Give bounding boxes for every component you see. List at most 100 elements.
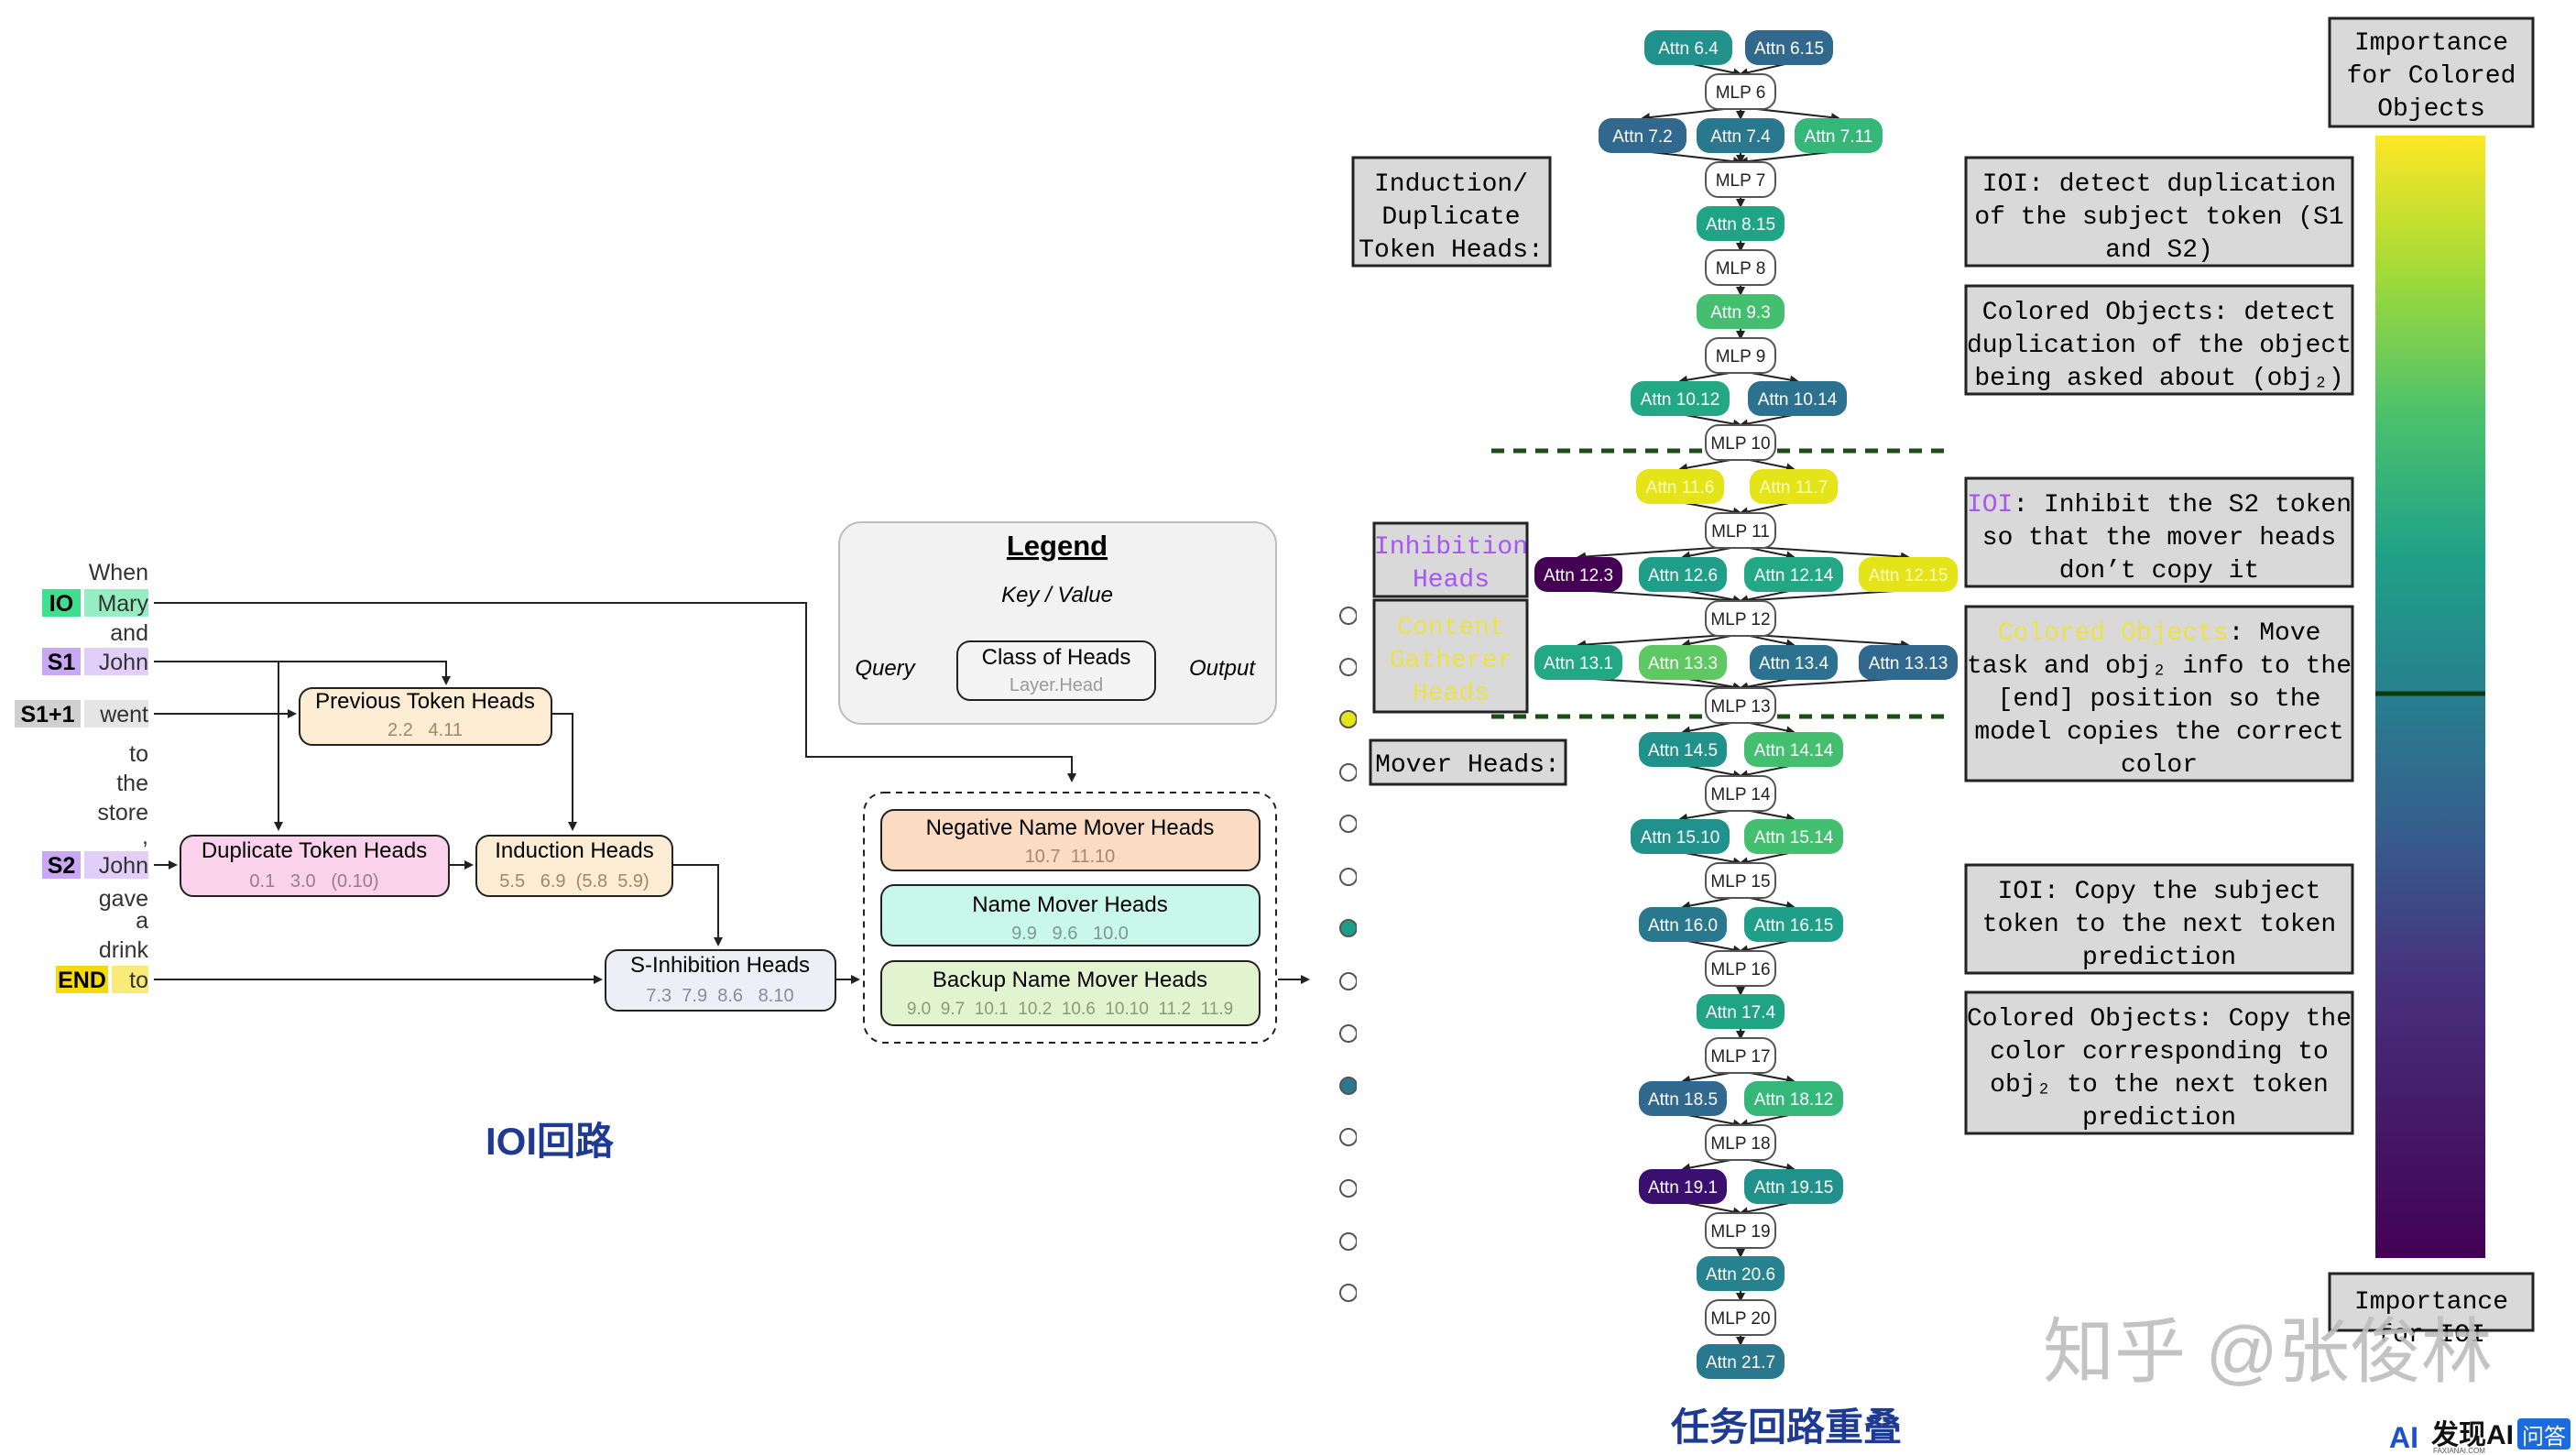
- word-to: to: [129, 741, 148, 767]
- node-label: Attn 14.14: [1754, 741, 1834, 760]
- node-label: Attn 12.15: [1869, 566, 1948, 585]
- svg-text:Negative Name Mover Heads: Negative Name Mover Heads: [926, 815, 1215, 840]
- attn-node-a14_14: Attn 14.14: [1744, 732, 1843, 767]
- attn-node-a7_4: Attn 7.4: [1697, 118, 1785, 153]
- word-store: store: [97, 800, 148, 826]
- node-label: MLP 7: [1716, 171, 1766, 191]
- svg-text:S-Inhibition Heads: S-Inhibition Heads: [630, 953, 810, 978]
- svg-text:Colored Objects: Move: Colored Objects: Move: [1998, 619, 2321, 648]
- attn-node-a9_3: Attn 9.3: [1697, 294, 1785, 329]
- word-text: When: [89, 560, 148, 585]
- node-label: MLP 19: [1710, 1222, 1770, 1242]
- node-label: Attn 15.10: [1641, 828, 1720, 848]
- attn-node-a6_4: Attn 6.4: [1644, 30, 1732, 65]
- node-label: MLP 20: [1710, 1309, 1770, 1329]
- node-label: MLP 17: [1710, 1047, 1770, 1067]
- word-tag: IO: [49, 591, 73, 617]
- overlap-caption: 任务回路重叠: [1671, 1406, 1902, 1449]
- attn-node-a20_6: Attn 20.6: [1697, 1256, 1785, 1291]
- seam-node: [1339, 763, 1358, 782]
- word-text: to: [129, 968, 148, 993]
- word-tag: END: [58, 968, 106, 993]
- node-label: Attn 10.14: [1758, 390, 1838, 410]
- svg-text:Name Mover Heads: Name Mover Heads: [972, 892, 1167, 917]
- attn-node-a11_7: Attn 11.7: [1750, 469, 1838, 504]
- svg-text:10.7 11.10: 10.7 11.10: [1025, 847, 1116, 867]
- attn-node-a14_5: Attn 14.5: [1639, 732, 1727, 767]
- mlp-node-m6: MLP 6: [1705, 73, 1776, 110]
- node-label: Attn 14.5: [1648, 741, 1718, 760]
- word-text: a: [136, 908, 148, 934]
- word-tag: S1+1: [20, 702, 74, 728]
- watermark: 知乎 @张俊林: [2043, 1311, 2493, 1392]
- attn-node-a16_0: Attn 16.0: [1639, 907, 1727, 942]
- word-text: and: [110, 620, 148, 646]
- node-label: Attn 15.14: [1754, 828, 1834, 848]
- svg-text:9.0 9.7 10.1 10.2 10.6 10: 9.0 9.7 10.1 10.2 10.6 10.10 11.2 11.9: [907, 1000, 1233, 1019]
- node-label: Attn 7.2: [1612, 127, 1673, 147]
- svg-text:5.5 6.9 (5.8 5.9): 5.5 6.9 (5.8 5.9): [499, 871, 649, 892]
- node-label: Attn 12.14: [1754, 566, 1834, 585]
- s-inhibition-box: S-Inhibition Heads 7.3 7.9 8.6 8.10: [605, 949, 836, 1012]
- note4-head: Colored Objects: [1998, 619, 2229, 648]
- attn-node-a12_6: Attn 12.6: [1639, 557, 1727, 592]
- svg-text:Induction Heads: Induction Heads: [495, 838, 653, 863]
- node-label: MLP 14: [1710, 785, 1771, 804]
- word-comma: ,: [142, 824, 148, 849]
- word-the: the: [116, 771, 148, 796]
- node-label: Attn 13.13: [1869, 654, 1948, 673]
- svg-text:IOI: Inhibit the S2 token: IOI: Inhibit the S2 token: [1967, 491, 2352, 520]
- mlp-node-m10: MLP 10: [1705, 424, 1776, 461]
- ioi-caption: IOI回路: [486, 1120, 615, 1163]
- legend-class: Class of Heads: [982, 645, 1131, 670]
- word-text: the: [116, 771, 148, 796]
- attn-node-a18_5: Attn 18.5: [1639, 1081, 1727, 1116]
- word-text: to: [129, 741, 148, 767]
- node-label: MLP 16: [1710, 960, 1770, 979]
- badge-logo-icon: AI: [2389, 1421, 2418, 1454]
- word-text: John: [99, 650, 148, 675]
- word-when: When: [89, 560, 148, 585]
- word-to2: END to: [56, 966, 148, 993]
- svg-text:Mover Heads:: Mover Heads:: [1375, 751, 1560, 780]
- mlp-node-m8: MLP 8: [1705, 249, 1776, 286]
- node-label: MLP 11: [1711, 522, 1770, 542]
- word-tag: S2: [48, 853, 76, 879]
- mlp-node-m17: MLP 17: [1705, 1037, 1776, 1074]
- attn-node-a11_6: Attn 11.6: [1636, 469, 1724, 504]
- attn-node-a13_3: Attn 13.3: [1639, 645, 1727, 680]
- attn-node-a17_4: Attn 17.4: [1697, 994, 1785, 1029]
- duplicate-token-box: Duplicate Token Heads 0.1 3.0 (0.10): [180, 835, 450, 897]
- word-text: ,: [142, 824, 148, 849]
- mlp-node-m15: MLP 15: [1705, 862, 1776, 899]
- seam-node: [1339, 1284, 1358, 1302]
- negative-name-mover-box: Negative Name Mover Heads 10.7 11.10: [880, 809, 1261, 871]
- svg-text:问答: 问答: [2522, 1425, 2566, 1450]
- seam-node: [1339, 919, 1358, 937]
- node-label: Attn 19.15: [1754, 1178, 1834, 1198]
- node-label: Attn 17.4: [1706, 1003, 1775, 1023]
- node-label: MLP 13: [1710, 697, 1770, 717]
- node-label: Attn 7.4: [1710, 127, 1771, 147]
- legend-query: Query: [855, 656, 916, 681]
- seam-fragments: [1339, 586, 1375, 1319]
- node-label: MLP 12: [1710, 610, 1770, 629]
- mlp-node-m18: MLP 18: [1705, 1124, 1776, 1161]
- node-label: Attn 18.12: [1754, 1090, 1834, 1110]
- node-label: MLP 6: [1716, 83, 1766, 103]
- svg-text:Backup Name Mover Heads: Backup Name Mover Heads: [933, 968, 1207, 992]
- stack-edge: [1740, 545, 1910, 562]
- node-label: Attn 8.15: [1706, 215, 1775, 235]
- node-label: Attn 9.3: [1710, 303, 1771, 323]
- attn-node-a7_2: Attn 7.2: [1599, 118, 1686, 153]
- mlp-node-m16: MLP 16: [1705, 950, 1776, 987]
- node-label: Attn 13.4: [1759, 654, 1828, 673]
- legend-title: Legend: [1007, 530, 1108, 562]
- svg-text:7.3 7.9 8.6 8.10: 7.3 7.9 8.6 8.10: [646, 986, 793, 1006]
